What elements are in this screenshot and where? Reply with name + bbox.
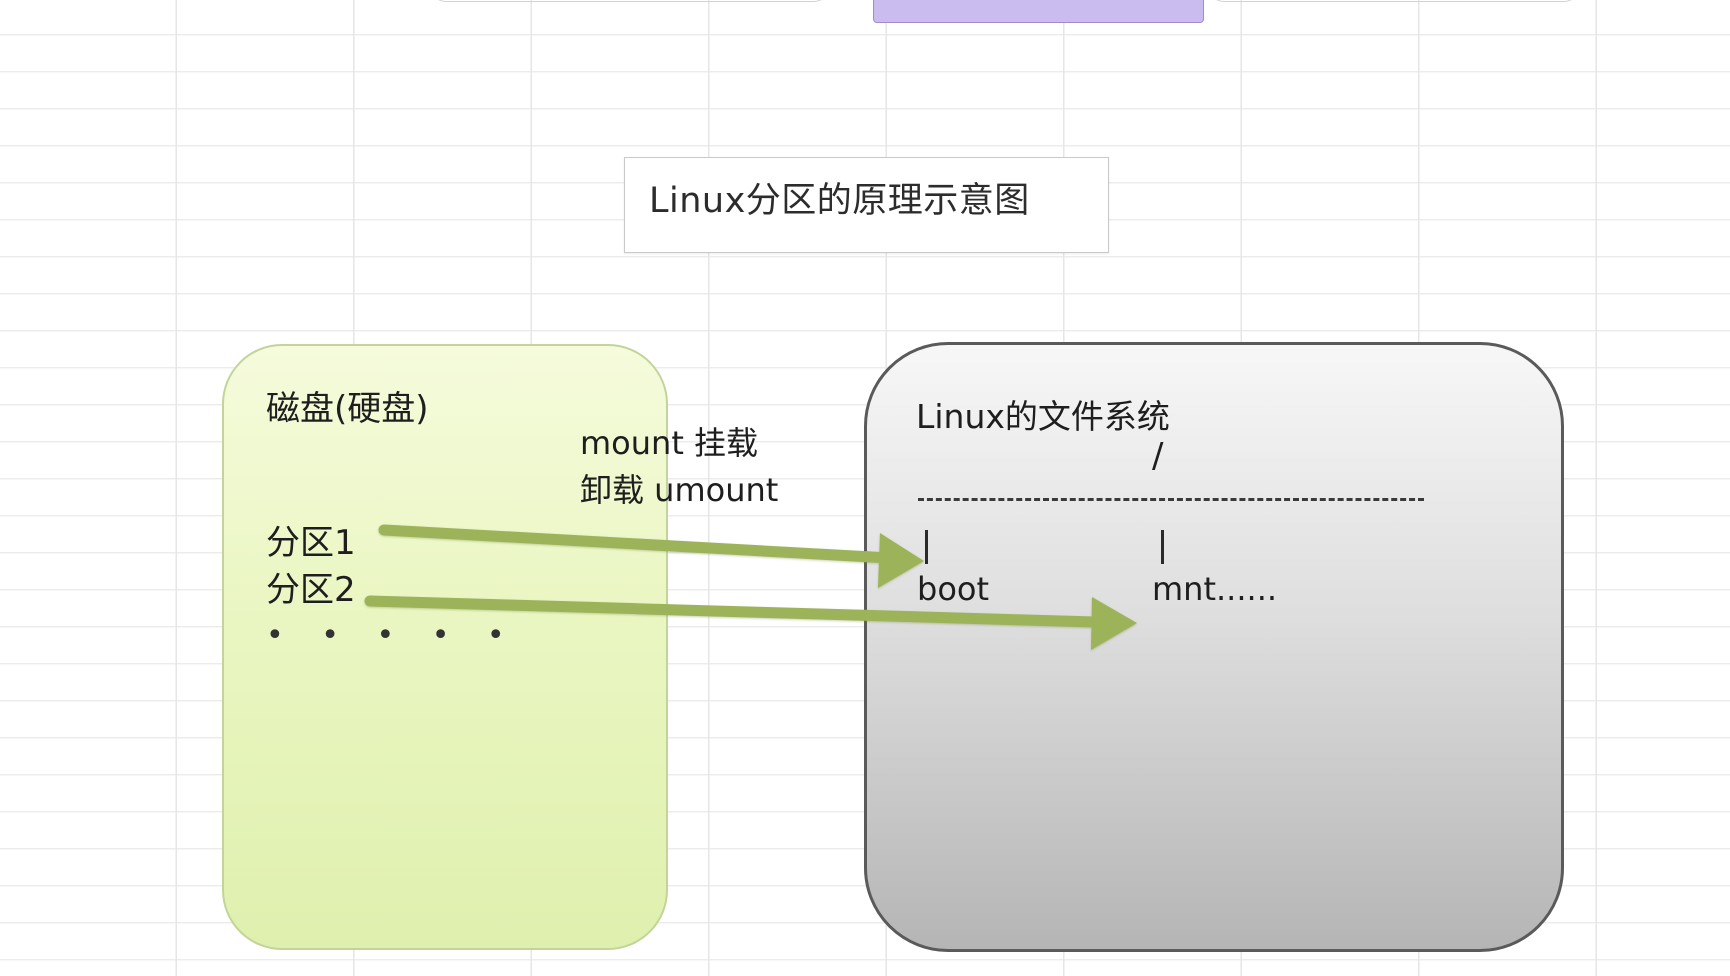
top-shape-left-partial [430, 0, 830, 2]
diagram-title-box[interactable]: Linux分区的原理示意图 [624, 157, 1109, 253]
partition-1-label: 分区1 [266, 523, 356, 563]
umount-label: 卸载 umount [580, 471, 779, 509]
diagram-title: Linux分区的原理示意图 [649, 181, 1030, 221]
linux-filesystem-box[interactable] [864, 342, 1564, 952]
directory-tree-divider [918, 498, 1424, 501]
top-shape-right-partial [1208, 0, 1580, 2]
root-directory-label: / [1152, 436, 1164, 476]
boot-directory-label: boot [917, 570, 990, 608]
disk-title: 磁盘(硬盘) [266, 389, 429, 429]
mount-label: mount 挂载 [580, 424, 759, 462]
more-partitions-ellipsis: • • • • • [266, 618, 519, 653]
mnt-branch-line [1161, 530, 1164, 564]
partition-2-label: 分区2 [266, 570, 356, 610]
disk-box[interactable] [222, 344, 668, 950]
purple-shape-partial [873, 0, 1204, 23]
boot-branch-line [925, 530, 928, 564]
filesystem-title: Linux的文件系统 [916, 397, 1170, 436]
mnt-directory-label: mnt...... [1152, 570, 1278, 608]
